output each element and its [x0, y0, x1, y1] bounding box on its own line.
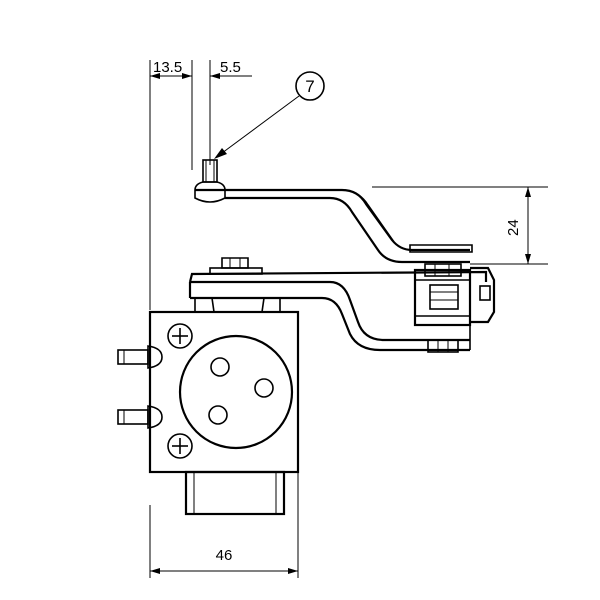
arrowhead — [525, 254, 531, 264]
pin-head — [194, 181, 226, 203]
roller-bracket — [470, 266, 496, 324]
screw-bottom — [167, 433, 193, 459]
main-block — [117, 310, 300, 516]
cover-hole — [208, 405, 228, 425]
callout-label: 7 — [305, 77, 314, 96]
plate-edge-1 — [190, 280, 470, 342]
side-bolt-lower — [117, 405, 163, 429]
dimension-5-5-label: 5.5 — [220, 59, 241, 76]
roller-housing — [413, 268, 472, 327]
arm-end-cap — [409, 244, 473, 253]
lower-arm-assembly — [188, 257, 496, 353]
bottom-cylinder — [184, 470, 286, 516]
dimension-bottom: 46 — [149, 470, 299, 578]
roller-top-nut — [424, 263, 462, 277]
dimension-24-label: 24 — [505, 219, 522, 236]
callout-7: 7 — [214, 71, 325, 159]
arrowhead — [210, 73, 220, 79]
screw-top — [167, 323, 193, 349]
arrowhead — [150, 568, 160, 574]
leader-arrowhead — [214, 148, 227, 159]
callout-circle — [295, 71, 325, 101]
arm-bottom-edge — [225, 196, 470, 264]
side-bolt-upper — [117, 345, 163, 369]
dimension-top: 13.5 5.5 — [149, 59, 252, 310]
hex-nut — [221, 257, 249, 269]
arrowhead — [150, 73, 160, 79]
arrowhead — [288, 568, 298, 574]
cover-hole — [254, 378, 274, 398]
upper-arm — [194, 159, 473, 264]
dimension-46-label: 46 — [216, 547, 233, 564]
leader-line — [217, 95, 300, 157]
plate-top — [188, 270, 488, 283]
dimension-13-5-label: 13.5 — [153, 59, 182, 76]
riser-block — [194, 298, 281, 313]
dimension-right: 24 — [372, 186, 548, 265]
arrowhead — [525, 187, 531, 197]
cover-hole — [210, 357, 230, 377]
roller-core — [429, 284, 459, 310]
cover-plate — [178, 334, 294, 450]
arrowhead — [182, 73, 192, 79]
plate-edge-2 — [190, 296, 470, 352]
bottom-nut — [427, 339, 459, 353]
